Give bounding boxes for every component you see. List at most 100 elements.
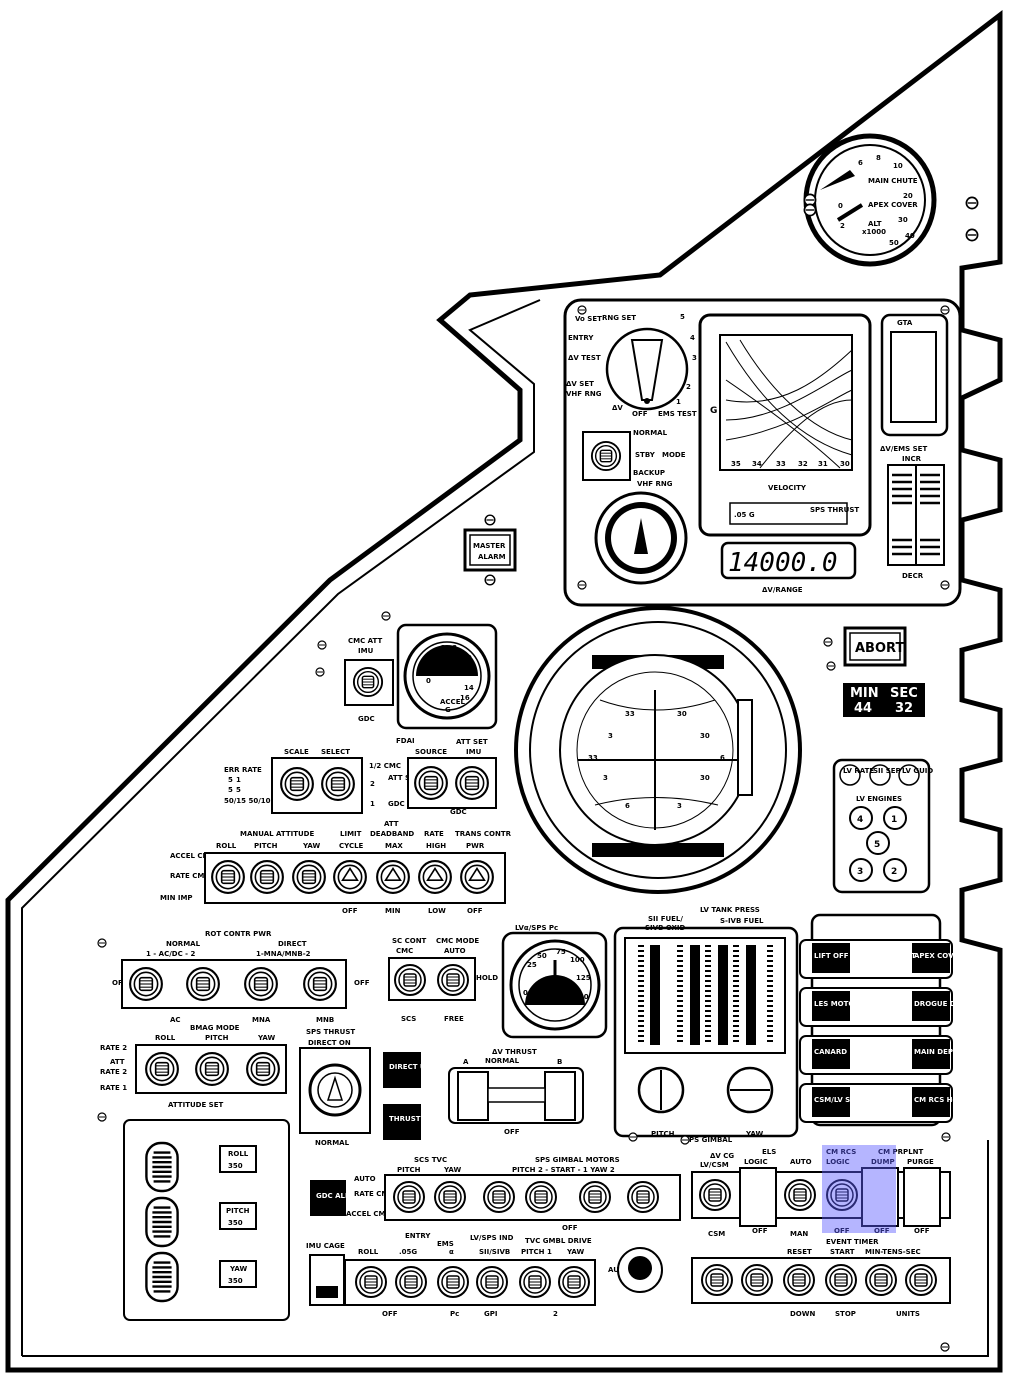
source-toggle[interactable] (414, 766, 448, 800)
gdc-align-label: GDC ALIGN (316, 1192, 359, 1200)
bmag-yaw-toggle[interactable] (246, 1052, 280, 1086)
lv-sps-alpha-toggle[interactable] (437, 1266, 469, 1298)
scale-val: 5 (228, 786, 233, 794)
dump-label: DUMP (871, 1158, 895, 1166)
pitch-thumbwheel[interactable] (145, 1196, 179, 1248)
scale-label: SCALE (284, 748, 309, 756)
accel-tick: 16 (460, 694, 470, 702)
timer-units-toggle[interactable] (905, 1264, 937, 1296)
gdc-align-button[interactable]: GDC ALIGN (310, 1180, 359, 1216)
els-auto-toggle[interactable] (784, 1179, 816, 1211)
yaw-toggle[interactable] (292, 860, 326, 894)
rot-mna-toggle[interactable] (244, 967, 278, 1001)
tvc-pitch-toggle[interactable] (393, 1181, 425, 1213)
sps-direct-on-switch[interactable] (299, 1047, 371, 1134)
select-toggle[interactable] (321, 767, 355, 801)
dv-cg-toggle[interactable] (699, 1179, 731, 1211)
scale-range: 50/15 50/10 (224, 797, 271, 805)
rot-ac1-toggle[interactable] (129, 967, 163, 1001)
scale-toggle[interactable] (280, 767, 314, 801)
half-cmc-label: 1/2 CMC (369, 762, 401, 770)
tvc-pitch1-toggle[interactable] (519, 1266, 551, 1298)
sii-sivb-toggle[interactable] (476, 1266, 508, 1298)
ems-mode-switch[interactable]: NORMAL STBY MODE BACKUP VHF RNG (582, 429, 686, 488)
att-set-axis: YAW (229, 1265, 248, 1273)
gimbal-yaw2-toggle[interactable] (579, 1181, 611, 1213)
els-off-label: OFF (752, 1227, 768, 1235)
mode-vhf-label: VHF RNG (637, 480, 673, 488)
scale-val: 5 (236, 786, 241, 794)
timer-toggle-1[interactable] (701, 1264, 733, 1296)
timer-reset-toggle[interactable] (783, 1264, 815, 1296)
accel-tick: 8 (452, 644, 457, 652)
lv-engines-title: LV ENGINES (856, 795, 902, 803)
timer-tens-toggle[interactable] (865, 1264, 897, 1296)
cmc-mode-toggle[interactable] (437, 964, 469, 996)
attitude-set-label: ATTITUDE SET (168, 1101, 224, 1109)
timer-toggle-2[interactable] (741, 1264, 773, 1296)
rot-ac2-toggle[interactable] (186, 967, 220, 1001)
yaw-thumbwheel[interactable] (145, 1251, 179, 1303)
sc-cont-toggle[interactable] (394, 964, 426, 996)
mode-normal-label: NORMAL (633, 429, 668, 437)
rate-label-1: RATE 2 (100, 1044, 127, 1052)
deadband-toggle[interactable] (376, 860, 410, 894)
rot-mnb-toggle[interactable] (303, 967, 337, 1001)
alt-tick: 20 (903, 192, 913, 200)
rate-toggle[interactable] (418, 860, 452, 894)
cmc-att-switch[interactable]: CMC ATT IMU GDC (344, 637, 394, 723)
lv-light-label: SII SEP (873, 767, 901, 775)
select-label: SELECT (321, 748, 350, 756)
lv-engines: LV RATE SII SEP LV GUID LV ENGINES 4 1 5… (832, 758, 933, 894)
scs-rate-cmd: RATE CMD (354, 1190, 394, 1198)
entry-roll-toggle[interactable] (355, 1266, 387, 1298)
thrust-on-button[interactable]: THRUST ON (383, 1104, 435, 1140)
sii-fuel-label: SII FUEL/ (648, 915, 683, 923)
pitch-toggle[interactable] (250, 860, 284, 894)
bmag-mode-label: BMAG MODE (190, 1024, 240, 1032)
direct-ullage-button[interactable]: DIRECT ULLAGE (383, 1052, 451, 1088)
attitude-set-indicators: ROLL PITCH YAW 350 350 350 (219, 1145, 257, 1288)
imu-cage-switch[interactable] (309, 1254, 345, 1306)
imu-toggle[interactable] (455, 766, 489, 800)
ems-function-rotary[interactable]: RNG SET Vo SET ENTRY ΔV TEST ΔV SET VHF … (566, 313, 697, 418)
imu-label: IMU (358, 647, 374, 655)
gimbal-pitch2-toggle[interactable] (483, 1181, 515, 1213)
ems-05g-toggle[interactable] (395, 1266, 427, 1298)
dv-label: ΔV (612, 404, 623, 412)
att-left: ACCEL CMD (170, 852, 215, 860)
trans-contr-toggle[interactable] (460, 860, 494, 894)
timer-sec-value: 32 (895, 701, 913, 716)
reset-label: RESET (787, 1248, 812, 1256)
tvc-yaw-toggle[interactable] (434, 1181, 466, 1213)
master-alarm-button[interactable]: MASTER ALARM (463, 528, 517, 572)
row2-col: ROLL (358, 1248, 379, 1256)
gimbal-yaw1-toggle[interactable] (627, 1181, 659, 1213)
bmag-pitch-toggle[interactable] (195, 1052, 229, 1086)
bmag-roll-toggle[interactable] (145, 1052, 179, 1086)
decr-label: DECR (902, 572, 924, 580)
units-label: UNITS (896, 1310, 920, 1318)
roll-thumbwheel[interactable] (145, 1141, 179, 1193)
direct-ullage-label: DIRECT ULLAGE (389, 1063, 451, 1071)
row2-col: YAW (566, 1248, 585, 1256)
main-chute-label: MAIN CHUTE (868, 177, 918, 185)
timer-start-toggle[interactable] (825, 1264, 857, 1296)
off-label: OFF (632, 410, 648, 418)
tvc-yaw-drive-toggle[interactable] (558, 1266, 590, 1298)
gimbal-pitch1-toggle[interactable] (525, 1181, 557, 1213)
row2-col: PITCH 1 (521, 1248, 552, 1256)
dv-normal-label: NORMAL (485, 1057, 520, 1065)
rsi-indicator (594, 491, 688, 585)
dv-off-label: OFF (504, 1128, 520, 1136)
thrust-on-label: THRUST ON (389, 1115, 435, 1123)
dv-ems-set-label: ΔV/EMS SET (880, 445, 927, 453)
att-left: MIN IMP (160, 894, 193, 902)
gpi-knob[interactable] (617, 1247, 663, 1293)
sequence-lights: LIFT OFF NO AUTO ABORT LES MOTOR FIRE CA… (799, 913, 983, 1127)
limit-label: LIMIT (340, 830, 362, 838)
vel-tick: 33 (776, 460, 786, 468)
roll-toggle[interactable] (211, 860, 245, 894)
limit-cycle-toggle[interactable] (333, 860, 367, 894)
deadband-label: DEADBAND (370, 830, 414, 838)
